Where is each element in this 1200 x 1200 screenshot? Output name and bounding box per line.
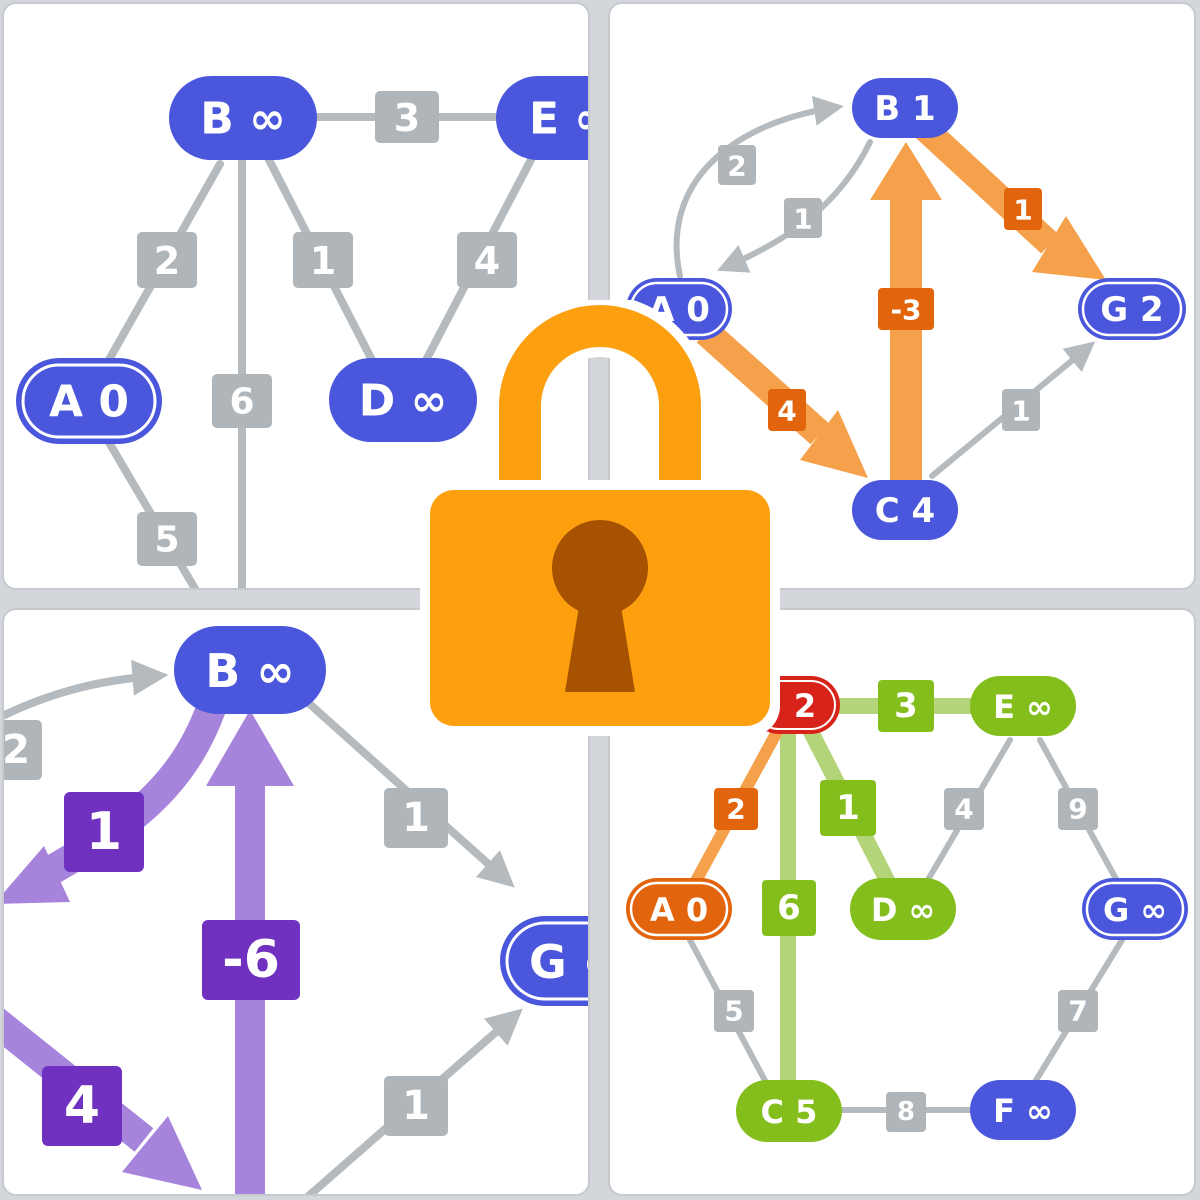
weight-label-a-c: 4 — [768, 389, 806, 431]
weight-label-a-c: 5 — [714, 990, 754, 1032]
lock-shackle — [489, 300, 711, 490]
svg-text:2: 2 — [4, 727, 30, 773]
svg-text:8: 8 — [897, 1097, 915, 1127]
node-b: B ∞ — [169, 76, 317, 160]
node-b: B ∞ — [174, 626, 326, 714]
graph-panel-bottom-left: 2 1 -6 1 4 1 B ∞ G ∞ — [2, 608, 590, 1196]
node-e: E ∞ — [496, 76, 590, 160]
weight-label-c-b: -3 — [878, 288, 934, 330]
node-d: D ∞ — [850, 878, 956, 940]
weight-label-c-g: 1 — [1002, 389, 1040, 431]
svg-text:C 5: C 5 — [761, 1093, 818, 1131]
svg-text:6: 6 — [229, 382, 254, 423]
weight-label-b-d: 1 — [820, 780, 876, 836]
node-b: B 1 — [852, 78, 958, 138]
weight-label-a-b: 2 — [4, 720, 42, 780]
graph-canvas-1: 3 2 1 4 6 5 B ∞ E ∞ A 0 D ∞ — [16, 76, 590, 588]
svg-text:6: 6 — [777, 888, 801, 928]
weight-label-b-c: 6 — [762, 880, 816, 936]
svg-text:G ∞: G ∞ — [1103, 891, 1167, 929]
edge-b-g — [290, 686, 515, 888]
svg-text:4: 4 — [64, 1076, 100, 1136]
svg-text:5: 5 — [154, 520, 179, 561]
weight-label-g-f: 7 — [1058, 990, 1098, 1032]
svg-text:1: 1 — [402, 1083, 430, 1129]
node-g-start: G ∞ — [500, 916, 590, 1006]
svg-text:1: 1 — [86, 802, 122, 862]
svg-text:B 1: B 1 — [874, 89, 935, 129]
weight-label-e-g: 9 — [1058, 788, 1098, 830]
node-g-start: G ∞ — [1082, 878, 1188, 940]
weight-label-c-f: 8 — [886, 1092, 926, 1132]
graph-canvas-4: 3 2 1 6 4 9 5 7 8 2 E ∞ — [626, 676, 1188, 1142]
node-d: D ∞ — [329, 358, 477, 442]
weight-label-b-a: 2 — [137, 232, 197, 288]
node-c: C 4 — [852, 480, 958, 540]
node-e: E ∞ — [970, 676, 1076, 736]
svg-text:G 2: G 2 — [1100, 290, 1163, 330]
svg-text:-6: -6 — [222, 930, 280, 990]
keyhole-icon — [552, 520, 648, 692]
svg-text:3: 3 — [394, 96, 420, 140]
svg-text:1: 1 — [793, 203, 812, 236]
svg-text:E ∞: E ∞ — [993, 688, 1053, 726]
weight-label-b-d: 1 — [293, 232, 353, 288]
svg-text:E ∞: E ∞ — [529, 94, 590, 145]
svg-text:A 0: A 0 — [650, 891, 708, 929]
weight-label-c-b: -6 — [202, 920, 300, 1000]
svg-text:5: 5 — [724, 995, 743, 1028]
graph-panel-top-left: 3 2 1 4 6 5 B ∞ E ∞ A 0 D ∞ — [2, 2, 590, 590]
node-c: C 5 — [736, 1080, 842, 1142]
edge-a-b — [4, 659, 169, 720]
svg-text:-3: -3 — [890, 294, 921, 327]
svg-text:4: 4 — [777, 395, 796, 428]
svg-text:1: 1 — [310, 239, 336, 283]
weight-label-c-g: 1 — [384, 1076, 448, 1136]
svg-text:C 4: C 4 — [875, 491, 935, 531]
svg-text:2: 2 — [154, 239, 180, 283]
node-a-start: A 0 — [626, 878, 732, 940]
weight-label-a-c: 5 — [137, 512, 197, 566]
svg-text:D ∞: D ∞ — [359, 376, 448, 427]
svg-text:4: 4 — [954, 793, 973, 826]
svg-text:2: 2 — [726, 793, 745, 826]
svg-text:1: 1 — [1011, 395, 1030, 428]
node-a-start: A 0 — [16, 358, 162, 444]
weight-label-b-e: 3 — [878, 680, 934, 732]
svg-text:2: 2 — [794, 687, 816, 725]
svg-text:3: 3 — [894, 686, 918, 726]
weight-label-e-d: 4 — [457, 232, 517, 288]
svg-text:B ∞: B ∞ — [205, 644, 294, 698]
edge-c-b-orange — [870, 142, 942, 482]
svg-text:1: 1 — [1013, 194, 1032, 227]
svg-text:B ∞: B ∞ — [200, 94, 286, 145]
weight-label-a-c: 4 — [42, 1066, 122, 1146]
weight-label-b-g: 1 — [1004, 188, 1042, 230]
weight-label-b-a: 1 — [64, 792, 144, 872]
svg-text:9: 9 — [1068, 793, 1087, 826]
graph-panel-bottom-right: 3 2 1 6 4 9 5 7 8 2 E ∞ — [608, 608, 1196, 1196]
svg-text:1: 1 — [402, 795, 430, 841]
node-g-start: G 2 — [1078, 278, 1186, 340]
svg-text:G ∞: G ∞ — [529, 935, 590, 989]
svg-text:1: 1 — [836, 788, 860, 828]
svg-text:7: 7 — [1068, 995, 1087, 1028]
svg-text:4: 4 — [474, 239, 500, 283]
svg-text:2: 2 — [727, 150, 746, 183]
svg-text:A 0: A 0 — [49, 377, 129, 428]
weight-label-a-b: 2 — [718, 145, 756, 185]
weight-label-b-c: 6 — [212, 374, 272, 428]
svg-text:F ∞: F ∞ — [993, 1092, 1053, 1130]
weight-label-a-b: 2 — [714, 788, 758, 830]
graph-canvas-3: 2 1 -6 1 4 1 B ∞ G ∞ — [4, 626, 590, 1194]
weight-label-e-d: 4 — [944, 788, 984, 830]
node-f: F ∞ — [970, 1080, 1076, 1140]
svg-text:D ∞: D ∞ — [871, 891, 935, 929]
graph-canvas-2: 2 1 1 -3 4 1 B 1 A 0 G 2 C 4 — [626, 78, 1186, 540]
edge-a-b — [673, 95, 844, 279]
weight-label-b-e: 3 — [375, 91, 439, 143]
lock-icon — [420, 300, 780, 736]
weight-label-b-a: 1 — [784, 198, 822, 238]
weight-label-b-g: 1 — [384, 788, 448, 848]
